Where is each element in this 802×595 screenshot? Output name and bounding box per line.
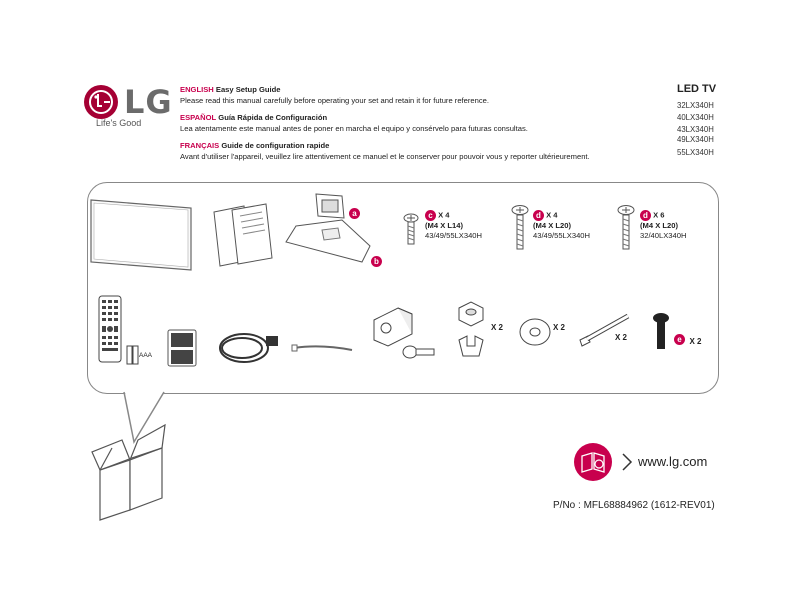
screw-d-label: d X 4 (M4 X L20) 43/49/55LX340H [533, 210, 590, 241]
language-name: ESPAÑOL [180, 113, 217, 122]
screw-models: 43/49/55LX340H [425, 231, 483, 240]
language-name: FRANÇAIS [180, 141, 220, 150]
part-letter-badge: e [674, 334, 685, 346]
screw-e-qty: X 2 [689, 337, 702, 346]
battery-icon [126, 345, 139, 365]
language-spanish: ESPAÑOL Guía Rápida de Configuración Lea… [180, 112, 528, 134]
power-cord-icon [219, 333, 278, 363]
model-number: 32LX340H [677, 101, 714, 110]
manual-web-icon [574, 443, 633, 481]
screw-qty: X 6 [653, 210, 665, 220]
screw-c-label: c X 4 (M4 X L14) 43/49/55LX340H [425, 210, 482, 241]
language-text: Lea atentamente este manual antes de pon… [180, 124, 528, 133]
screw-e-icon [653, 313, 669, 349]
brand-name: LG [124, 83, 173, 121]
lg-logo-icon [84, 85, 118, 119]
language-text: Avant d'utiliser l'appareil, veuillez li… [180, 152, 590, 161]
part-number: P/No : MFL68884962 (1612-REV01) [553, 500, 715, 511]
language-text: Please read this manual carefully before… [180, 96, 489, 105]
battery-label: AAA [139, 352, 153, 359]
model-number: 43LX340H [677, 125, 714, 134]
model-number: 40LX340H [677, 113, 714, 122]
remote-control-icon [98, 295, 122, 363]
language-title: Easy Setup Guide [215, 85, 281, 94]
language-name: ENGLISH [180, 85, 214, 94]
part-letter-badge: d [533, 210, 544, 221]
model-number: 55LX340H [677, 148, 714, 157]
cable-tie-icon [291, 344, 353, 352]
language-english: ENGLISH Easy Setup Guide Please read thi… [180, 84, 489, 106]
part-letter-badge: a [349, 208, 360, 220]
screw-qty: X 4 [438, 210, 450, 220]
screw-d-label: d X 6 (M4 X L20) 32/40LX340H [640, 210, 686, 241]
tv-panel-icon [90, 199, 192, 271]
stand-icon [285, 193, 371, 263]
part-letter-badge: d [640, 210, 651, 221]
model-number: 49LX340H [677, 135, 714, 144]
wall-bracket-icon [373, 307, 435, 359]
part-letter-badge: b [371, 256, 382, 268]
washer-icon [519, 318, 551, 346]
bolt-icon [579, 313, 630, 347]
language-title: Guide de configuration rapide [221, 141, 330, 150]
language-french: FRANÇAIS Guide de configuration rapide A… [180, 140, 590, 162]
part-letter-badge: c [425, 210, 436, 221]
screw-size: (M4 X L20) [533, 221, 571, 230]
cable-holder-icon [167, 329, 197, 367]
manual-icon [213, 203, 273, 267]
washer-qty: X 2 [553, 323, 566, 332]
screw-size: (M4 X L20) [640, 221, 678, 230]
screw-models: 43/49/55LX340H [533, 231, 591, 240]
product-type: LED TV [677, 83, 717, 95]
screw-icon [617, 205, 635, 250]
screw-icon [511, 205, 529, 250]
screw-qty: X 4 [546, 210, 558, 220]
nut-qty: X 2 [491, 323, 504, 332]
bolt-qty: X 2 [615, 333, 628, 342]
screw-e-label: e X 2 [674, 331, 701, 349]
screw-icon [403, 213, 419, 245]
screw-models: 32/40LX340H [640, 231, 687, 240]
brand-tagline: Life's Good [96, 118, 142, 128]
nut-icon [458, 301, 484, 357]
screw-size: (M4 X L14) [425, 221, 463, 230]
language-title: Guía Rápida de Configuración [218, 113, 328, 122]
website-link[interactable]: www.lg.com [638, 454, 708, 469]
box-icon [91, 423, 166, 521]
